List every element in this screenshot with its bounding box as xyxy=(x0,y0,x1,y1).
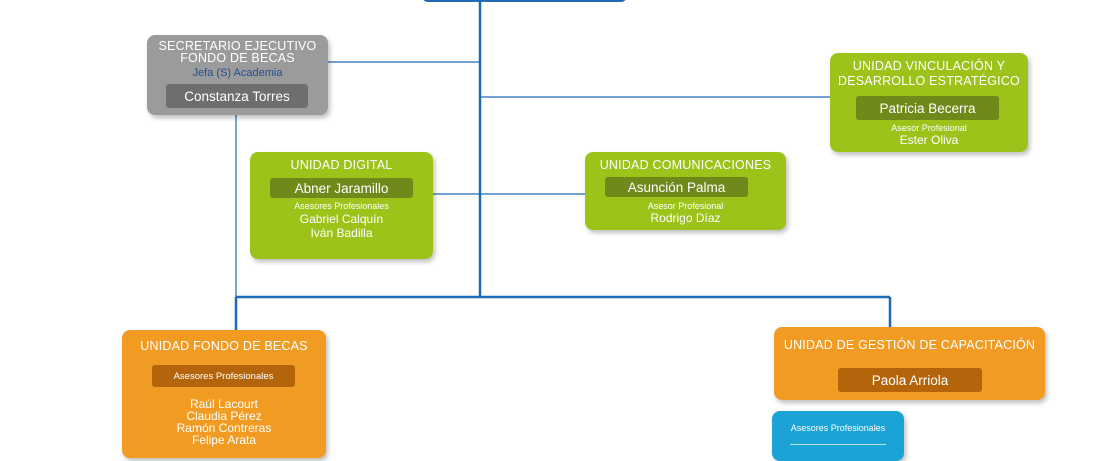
vinculacion-member-1: Ester Oliva xyxy=(899,133,959,147)
comunicaciones-head-pill: Asunción Palma xyxy=(605,177,748,197)
digital-head-pill: Abner Jaramillo xyxy=(270,178,413,198)
comunicaciones-member-1: Rodrigo Díaz xyxy=(650,211,721,225)
fondo-becas-member-3: Ramón Contreras xyxy=(176,421,272,435)
capacitacion-advisors-label: Asesores Profesionales xyxy=(790,423,886,433)
fondo-becas-member-1: Raúl Lacourt xyxy=(189,397,259,411)
unidad-fondo-becas-box: UNIDAD FONDO DE BECAS Asesores Profesion… xyxy=(122,330,326,458)
vinculacion-title-line2: DESARROLLO ESTRATÉGICO xyxy=(838,74,1020,88)
digital-role-label: Asesores Profesionales xyxy=(294,201,389,211)
unidad-vinculacion-box: UNIDAD VINCULACIÓN Y DESARROLLO ESTRATÉG… xyxy=(830,53,1028,152)
unidad-capacitacion-box: UNIDAD DE GESTIÓN DE CAPACITACIÓN Paola … xyxy=(774,327,1045,400)
capacitacion-advisors-box: Asesores Profesionales xyxy=(772,411,904,461)
capacitacion-advisors-divider xyxy=(790,444,886,445)
digital-member-1: Gabriel Calquín xyxy=(299,212,384,226)
capacitacion-title: UNIDAD DE GESTIÓN DE CAPACITACIÓN xyxy=(783,338,1036,352)
fondo-becas-role-pill: Asesores Profesionales xyxy=(152,365,295,387)
vinculacion-title-line1: UNIDAD VINCULACIÓN Y xyxy=(852,59,1006,73)
org-connector-lines xyxy=(234,0,892,330)
top-unit-box xyxy=(423,0,626,2)
vinculacion-role-label: Asesor Profesional xyxy=(891,123,967,133)
fondo-becas-member-4: Felipe Arata xyxy=(191,433,257,447)
secretario-subtitle: Jefa (S) Academia xyxy=(192,67,283,79)
comunicaciones-title: UNIDAD COMUNICACIONES xyxy=(599,158,772,172)
fondo-becas-member-2: Claudia Pérez xyxy=(186,409,262,423)
capacitacion-head-pill: Paola Arriola xyxy=(838,368,982,392)
secretario-ejecutivo-box: SECRETARIO EJECUTIVO FONDO DE BECAS Jefa… xyxy=(147,35,328,115)
digital-title: UNIDAD DIGITAL xyxy=(290,158,393,172)
unidad-comunicaciones-box: UNIDAD COMUNICACIONES Asunción Palma Ase… xyxy=(585,152,786,230)
comunicaciones-role-label: Asesor Profesional xyxy=(647,201,724,211)
unidad-digital-box: UNIDAD DIGITAL Abner Jaramillo Asesores … xyxy=(250,152,433,259)
secretario-name-pill: Constanza Torres xyxy=(166,84,308,108)
secretario-title-line2: FONDO DE BECAS xyxy=(180,51,295,65)
secretario-title-line1: SECRETARIO EJECUTIVO xyxy=(158,39,317,53)
vinculacion-head-pill: Patricia Becerra xyxy=(856,96,999,120)
digital-member-2: Iván Badilla xyxy=(310,226,373,240)
fondo-becas-title: UNIDAD FONDO DE BECAS xyxy=(140,339,308,353)
